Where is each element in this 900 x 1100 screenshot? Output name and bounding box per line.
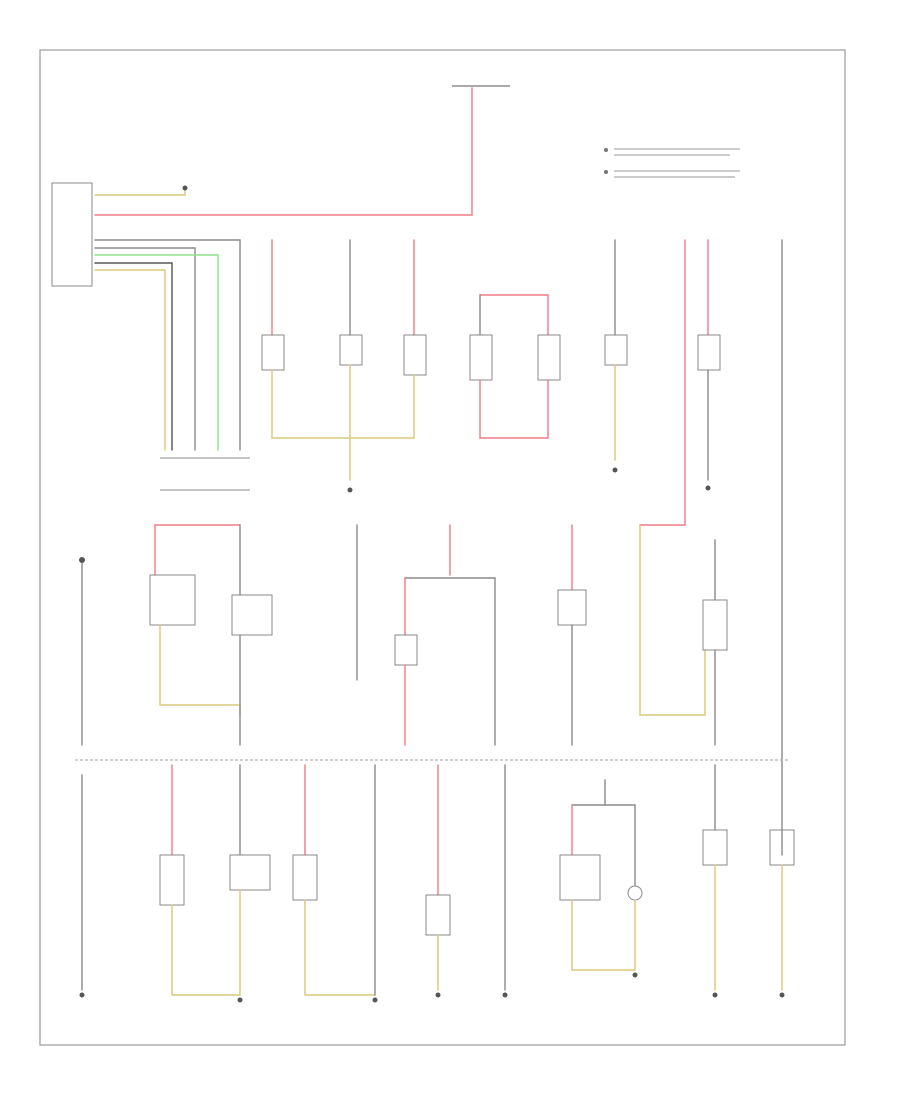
lamp-switch-right [702, 599, 728, 651]
upper-row-feeds [271, 239, 783, 856]
low-switch-2 [229, 854, 271, 891]
ground-1 [347, 487, 353, 493]
switch-5 [537, 334, 561, 381]
control-module-box [51, 182, 93, 287]
low-switch-7 [559, 854, 601, 901]
legend-bullet-1 [604, 148, 608, 152]
low-switch-8 [702, 829, 728, 866]
hazard-switch [261, 334, 285, 371]
switch-6 [604, 334, 628, 366]
switch-7 [697, 334, 721, 371]
low-switch-5 [425, 894, 451, 936]
ground-b4 [435, 992, 441, 998]
switch-3 [403, 334, 427, 376]
relay-module-right [231, 594, 273, 636]
wire-mid-right-yellow [639, 524, 706, 716]
wire-out-3 [94, 254, 219, 451]
wire-return-pair [479, 379, 549, 439]
ground-b7 [712, 992, 718, 998]
wire-return-yellow-1 [271, 369, 415, 439]
wire-mid-yellow-return [159, 624, 241, 716]
wire-main-red-feed [94, 87, 473, 216]
ground-b5 [502, 992, 508, 998]
diagram-frame [39, 49, 846, 1046]
switch-4 [469, 334, 493, 381]
upper-row-returns [271, 364, 711, 493]
ground-b2 [237, 997, 243, 1003]
splice-top [182, 185, 188, 191]
low-switch-1 [159, 854, 185, 906]
transmission-switch [394, 634, 418, 666]
relay-module-left [149, 574, 196, 626]
module-output-wires [94, 239, 250, 491]
upper-row-components [261, 334, 721, 381]
wire-out-4 [94, 262, 173, 451]
switch-2 [339, 334, 363, 366]
wire-low-return-7 [571, 899, 636, 971]
wire-low-return-1 [171, 904, 241, 996]
sensor-left [79, 557, 85, 563]
wire-yellow-top [94, 187, 186, 196]
control-unit-mid [557, 589, 587, 626]
ground-b8 [779, 992, 785, 998]
lower-row [81, 764, 795, 996]
wire-out-5 [94, 269, 166, 451]
ground-b1 [79, 992, 85, 998]
ground-b3 [372, 997, 378, 1003]
indicator-lamp [627, 885, 643, 901]
wire-feed-right-long [639, 239, 686, 526]
ground-2 [612, 467, 618, 473]
legend-notes [604, 148, 740, 178]
middle-row [79, 524, 728, 746]
wire-low-return-3 [304, 899, 376, 996]
low-switch-3 [292, 854, 318, 901]
power-source-group [94, 85, 510, 216]
bottom-grounds [79, 972, 785, 1003]
legend-bullet-2 [604, 170, 608, 174]
ground-3 [705, 485, 711, 491]
ground-b6 [632, 972, 638, 978]
wire-out-2 [94, 247, 196, 451]
